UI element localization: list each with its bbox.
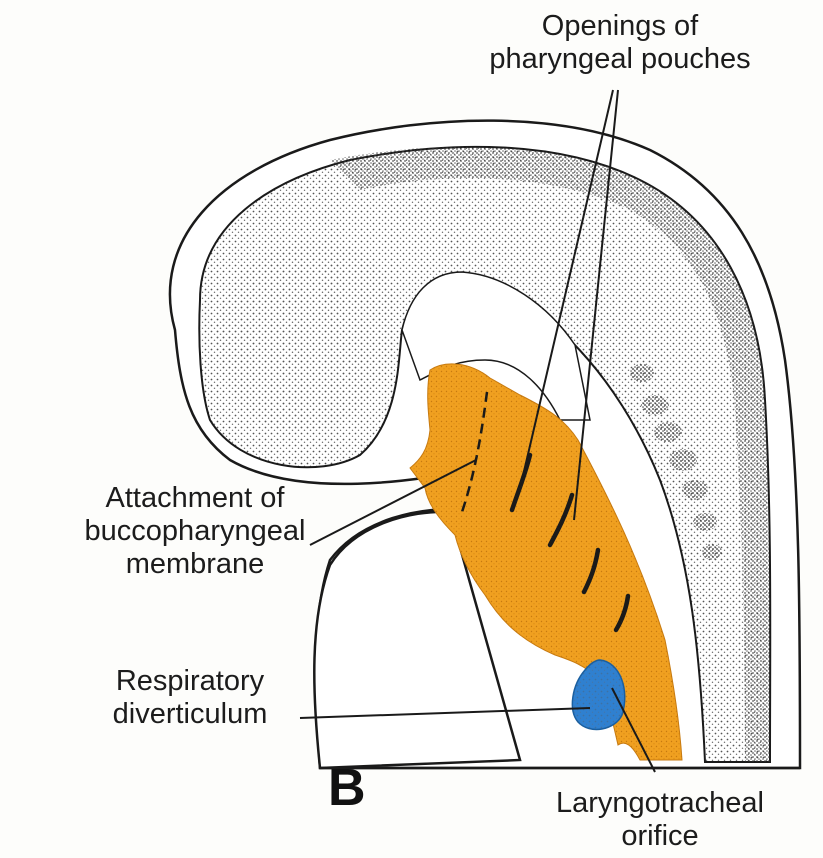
label-laryngotracheal-line1: Laryngotracheal: [510, 787, 810, 820]
label-respiratory-line2: diverticulum: [80, 698, 300, 731]
label-attachment-line2: buccopharyngeal: [70, 515, 320, 548]
label-openings-line1: Openings of: [455, 10, 785, 43]
label-attachment-line1: Attachment of: [70, 482, 320, 515]
label-respiratory: Respiratory diverticulum: [80, 665, 300, 731]
label-attachment-line3: membrane: [70, 548, 320, 581]
label-openings-line2: pharyngeal pouches: [455, 43, 785, 76]
label-openings: Openings of pharyngeal pouches: [455, 10, 785, 76]
label-respiratory-line1: Respiratory: [80, 665, 300, 698]
label-laryngotracheal-line2: orifice: [510, 820, 810, 853]
label-attachment: Attachment of buccopharyngeal membrane: [70, 482, 320, 581]
label-laryngotracheal: Laryngotracheal orifice: [510, 787, 810, 853]
panel-letter: B: [328, 760, 366, 816]
